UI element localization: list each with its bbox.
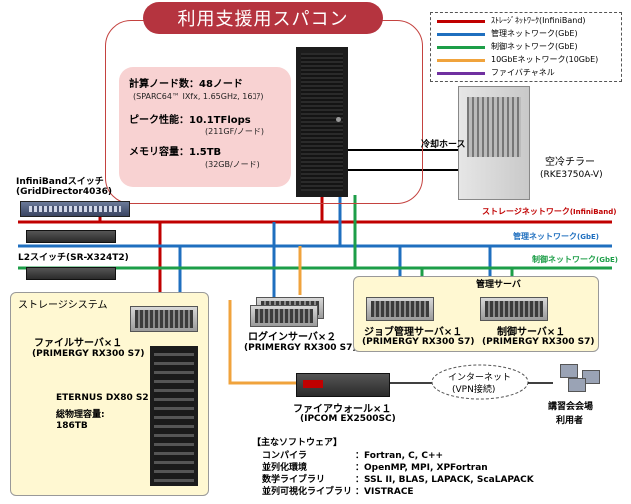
mgmt-network-name: 管理ネットワーク [513, 232, 577, 241]
l2-switch-name: L2スイッチ(SR-X324T2) [18, 253, 129, 263]
control-server-name: 制御サーバ×１ [497, 327, 566, 338]
legend-label-storage: ｽﾄﾚｰｼﾞﾈｯﾄﾜｰｸ(InfiniBand) [491, 16, 586, 25]
users-line2: 利用者 [556, 416, 584, 426]
ctrl-network-label: 制御ネットワーク(GbE) [532, 254, 618, 265]
legend-swatch-mgmt [437, 33, 485, 36]
eternus-name: ETERNUS DX80 S2 [56, 393, 149, 403]
mgmt-network-label: 管理ネットワーク(GbE) [513, 231, 599, 242]
infiniband-switch-name: InfiniBandスイッチ [16, 177, 104, 187]
capacity-value: 186TB [56, 421, 88, 431]
mgmt-network-suffix: (GbE) [577, 233, 599, 241]
legend-swatch-ctrl [437, 46, 485, 49]
eternus-storage-icon [150, 346, 198, 486]
users-pc-icon [556, 362, 604, 394]
storage-network-suffix: (InfiniBand) [569, 208, 617, 216]
legend: ｽﾄﾚｰｼﾞﾈｯﾄﾜｰｸ(InfiniBand) 管理ネットワーク(GbE) 制… [430, 12, 622, 82]
chiller-model: (RKE3750A-V) [540, 170, 603, 180]
l2-switch-icon-1 [26, 230, 116, 243]
job-server-model: (PRIMERGY RX300 S7) [362, 337, 475, 347]
10gbe-line [228, 300, 296, 385]
storage-network-label: ストレージネットワーク(InfiniBand) [482, 206, 616, 217]
infiniband-switch-icon [20, 201, 130, 217]
infiniband-switch-model: (GridDirector4036) [16, 187, 112, 197]
legend-swatch-10gbe [437, 59, 485, 62]
spec-memory-detail: (32GB/ノード) [205, 160, 260, 169]
control-server-model: (PRIMERGY RX300 S7) [482, 337, 595, 347]
legend-label-10gbe: 10GbEネットワーク(10GbE) [491, 55, 599, 64]
cooling-hose-label: 冷却ホース [421, 140, 466, 150]
ctrl-network-suffix: (GbE) [596, 256, 618, 264]
firewall-model: (IPCOM EX2500SC) [300, 414, 396, 424]
software-label-parallel: 並列化環境 [262, 463, 308, 473]
mgmt-servers-title: 管理サーバ [476, 280, 521, 290]
storage-system-title: ストレージシステム [18, 300, 108, 311]
firewall-icon [296, 373, 390, 397]
legend-swatch-fc [437, 72, 485, 75]
software-label-vis: 並列可視化ライブラリ [262, 487, 353, 497]
firewall-name: ファイアウォール×１ [293, 404, 392, 415]
page-title: 利用支援用スパコン [143, 2, 383, 34]
users-line1: 講習会会場 [548, 402, 594, 412]
spec-nodes: 計算ノード数：48ノード [129, 79, 243, 90]
vpn-label: (VPN接続) [452, 385, 496, 395]
ctrl-network-name: 制御ネットワーク [532, 255, 596, 264]
login-server-name: ログインサーバ×２ [248, 332, 337, 343]
software-value-vis: ：VISTRACE [355, 487, 414, 497]
job-server-icon [366, 297, 434, 321]
software-value-math: ：SSL II, BLAS, LAPACK, ScaLAPACK [355, 475, 534, 485]
job-server-name: ジョブ管理サーバ×１ [364, 327, 463, 338]
spec-peak: ピーク性能：10.1TFlops [129, 115, 251, 126]
login-server-icon-2 [250, 305, 318, 327]
internet-label: インターネット [448, 373, 512, 383]
l2-switch-icon-2 [26, 267, 116, 280]
legend-swatch-storage [437, 20, 485, 23]
supercomputer-rack-icon [296, 47, 348, 197]
legend-label-fc: ファイバチャネル [491, 68, 555, 77]
file-server-icon [130, 306, 198, 332]
spec-box: 計算ノード数：48ノード (SPARC64™ IXfx, 1.65GHz, 16… [119, 67, 291, 187]
software-heading: 【主なソフトウェア】 [252, 438, 343, 448]
chiller-name: 空冷チラー [545, 157, 595, 168]
software-label-math: 数学ライブラリ [262, 475, 326, 485]
software-value-compiler: ：Fortran, C, C++ [355, 451, 444, 461]
spec-memory: メモリ容量：1.5TB [129, 147, 222, 158]
login-server-model: (PRIMERGY RX300 S7) [244, 343, 357, 353]
software-label-compiler: コンパイラ [262, 451, 308, 461]
legend-label-ctrl: 制御ネットワーク(GbE) [491, 42, 578, 51]
control-server-icon [480, 297, 548, 321]
spec-peak-detail: (211GF/ノード) [205, 127, 265, 136]
legend-label-mgmt: 管理ネットワーク(GbE) [491, 29, 578, 38]
file-server-model: (PRIMERGY RX300 S7) [32, 349, 145, 359]
air-chiller-icon [458, 86, 530, 200]
capacity-label: 総物理容量: [56, 410, 105, 420]
internet-cloud-icon [431, 364, 529, 400]
spec-nodes-detail: (SPARC64™ IXfx, 1.65GHz, 16ｺｱ) [133, 92, 264, 101]
software-value-parallel: ：OpenMP, MPI, XPFortran [355, 463, 488, 473]
file-server-name: ファイルサーバ×１ [34, 338, 123, 349]
storage-network-name: ストレージネットワーク [482, 207, 570, 216]
